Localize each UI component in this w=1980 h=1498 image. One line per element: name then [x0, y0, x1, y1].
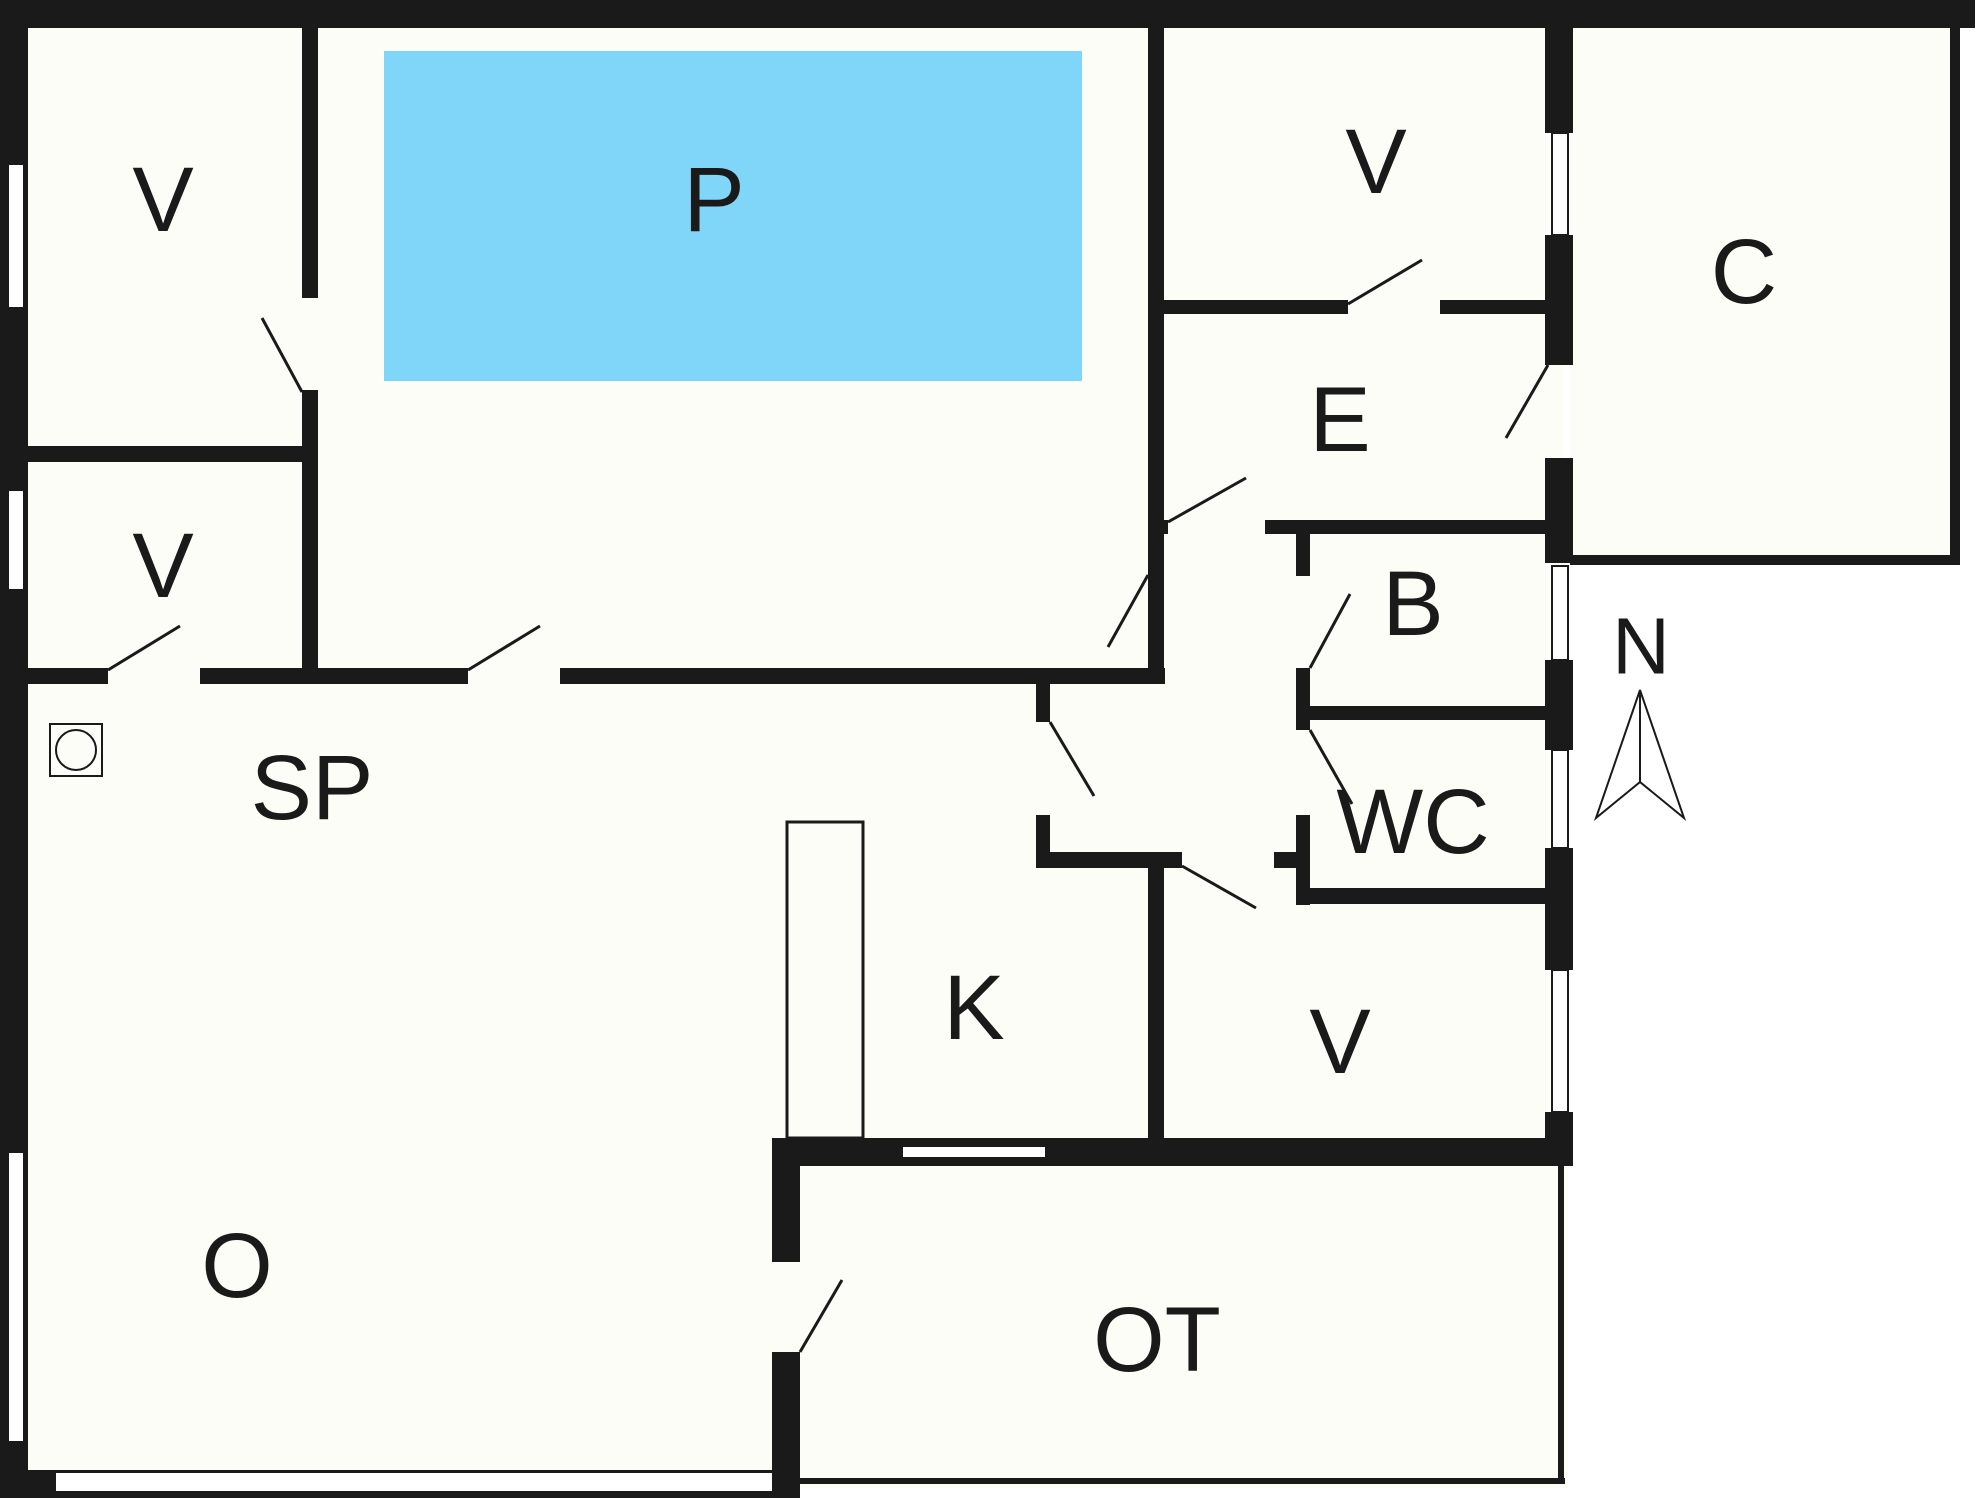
- kitchen-counter: [785, 820, 865, 1140]
- door-swing: [1181, 864, 1257, 910]
- door-swing: [1308, 729, 1354, 805]
- door-swing: [1347, 258, 1423, 306]
- door-swing: [798, 1279, 844, 1353]
- north-arrow-icon: N: [1593, 602, 1687, 822]
- door-swing: [1308, 593, 1352, 669]
- door-swing: [1167, 476, 1247, 524]
- door-swing: [467, 624, 541, 672]
- window: [7, 489, 25, 591]
- room-label-pool: P: [683, 149, 744, 251]
- room-label-spa: SP: [251, 737, 374, 839]
- door-swing: [1504, 364, 1550, 439]
- window: [1551, 749, 1569, 849]
- room-label-carport: C: [1711, 221, 1777, 323]
- door-swing: [1106, 574, 1150, 648]
- window: [1551, 132, 1569, 236]
- room-label-bedroom-bottom-right: V: [1309, 991, 1370, 1093]
- windows: [7, 132, 1569, 1493]
- window: [7, 163, 25, 309]
- compass-label: N: [1612, 602, 1670, 691]
- window: [7, 1151, 25, 1443]
- room-label-bedroom-top-right: V: [1345, 111, 1406, 213]
- room-label-kitchen: K: [943, 957, 1004, 1059]
- door-swing: [260, 317, 304, 393]
- room-label-living: O: [201, 1215, 273, 1317]
- window: [1551, 565, 1569, 661]
- pool-area: [384, 51, 1082, 381]
- circle-tub-icon: [49, 723, 103, 777]
- room-label-toilet: WC: [1336, 771, 1489, 873]
- room-label-bedroom-mid-left: V: [132, 515, 193, 617]
- window: [901, 1145, 1047, 1159]
- room-label-covered-terrace: OT: [1093, 1289, 1221, 1391]
- window: [54, 1471, 774, 1493]
- window: [1551, 969, 1569, 1113]
- room-label-bathroom: B: [1382, 553, 1443, 655]
- door-swing: [1048, 721, 1096, 797]
- door-swing: [107, 624, 181, 672]
- room-labels: V P V C V E B SP WC K V O OT: [132, 111, 1777, 1391]
- doors: [107, 258, 1550, 1353]
- room-label-bedroom-top-left: V: [132, 149, 193, 251]
- room-label-entrance: E: [1309, 369, 1370, 471]
